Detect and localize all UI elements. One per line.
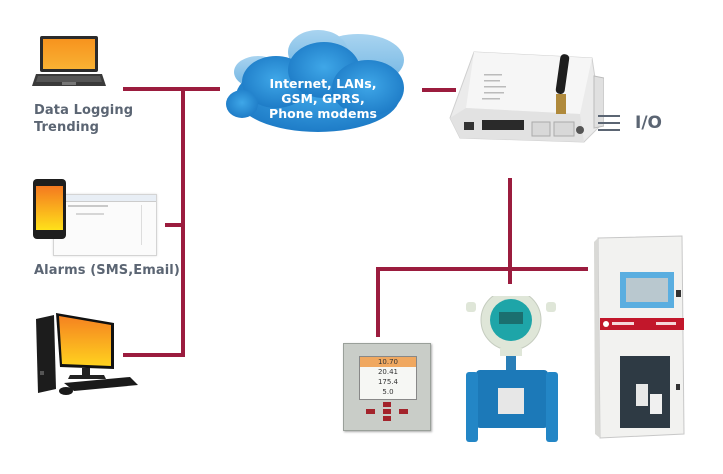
connector-cloud-gateway xyxy=(422,88,456,92)
connector-controller-drop xyxy=(376,267,380,337)
controller-key-down xyxy=(383,416,391,421)
desktop-computer-icon xyxy=(34,311,138,397)
connector-gateway-down xyxy=(508,178,512,284)
controller-reading-4: 5.0 xyxy=(382,388,394,396)
controller-reading-3: 175.4 xyxy=(377,378,399,386)
controller-key-left xyxy=(366,409,375,414)
alarms-label: Alarms (SMS,Email) xyxy=(34,263,180,278)
controller-key-right xyxy=(399,409,408,414)
cloud-label-line3: Phone modems xyxy=(269,106,377,121)
controller-reading-2: 20.41 xyxy=(377,368,399,376)
connector-phone-stub xyxy=(165,223,185,227)
controller-key-up xyxy=(383,402,391,407)
cloud-label-line2: GSM, GPRS, xyxy=(281,91,365,106)
laptop-icon xyxy=(32,34,106,90)
connector-laptop-cloud xyxy=(123,87,220,91)
laptop-label: Data Logging Trending xyxy=(34,102,133,136)
gateway-modem-icon xyxy=(444,46,605,154)
smartphone-icon xyxy=(33,179,66,239)
flowmeter-icon xyxy=(462,289,562,446)
controller-screen: 10.70 20.41 175.4 5.0 xyxy=(359,356,417,400)
connector-instruments-bus xyxy=(376,267,588,271)
controller-reading-1: 10.70 xyxy=(360,357,416,367)
controller-key-center xyxy=(383,409,391,414)
cloud-icon xyxy=(218,24,418,144)
laptop-label-line2: Trending xyxy=(34,120,100,135)
controller-panel-icon: 10.70 20.41 175.4 5.0 xyxy=(343,343,431,431)
laptop-label-line1: Data Logging xyxy=(34,103,134,118)
alarm-window-screenshot xyxy=(53,194,157,256)
connector-desktop-stub xyxy=(123,353,185,357)
analyzer-cabinet-icon xyxy=(592,234,687,439)
io-lines-icon xyxy=(598,115,620,131)
connector-trunk-vertical xyxy=(181,87,185,357)
cloud-label: Internet, LANs, GSM, GPRS, Phone modems xyxy=(258,76,388,121)
cloud-label-line1: Internet, LANs, xyxy=(269,76,377,91)
io-label: I/O xyxy=(635,113,662,133)
